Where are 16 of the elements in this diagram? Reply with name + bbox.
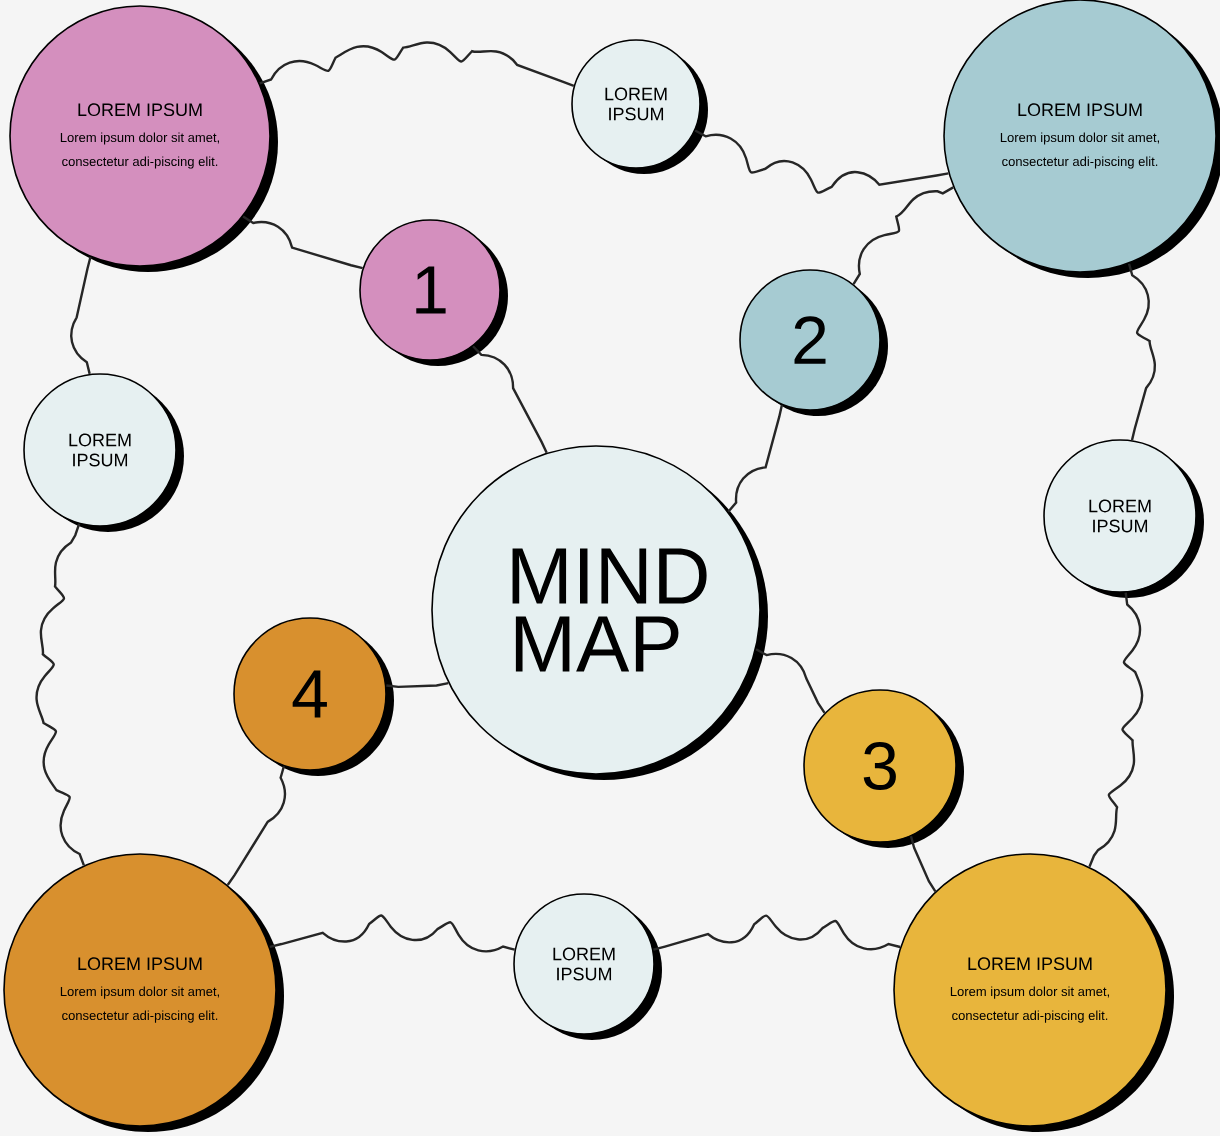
curly-connector	[727, 404, 784, 513]
curly-connector	[909, 835, 937, 892]
curly-connector	[259, 41, 575, 87]
curly-connector	[242, 215, 363, 270]
curly-connector	[694, 129, 949, 194]
curly-connector	[386, 682, 449, 689]
curly-connector	[653, 914, 901, 951]
curly-connector	[269, 914, 515, 953]
curly-connector	[852, 186, 954, 285]
curly-connector	[755, 648, 826, 714]
curly-connector	[226, 765, 287, 886]
curly-connector	[70, 256, 92, 375]
curly-connector	[1088, 592, 1144, 868]
curly-connector	[35, 523, 85, 866]
curly-connector	[472, 345, 548, 454]
curly-connector	[1127, 263, 1157, 441]
